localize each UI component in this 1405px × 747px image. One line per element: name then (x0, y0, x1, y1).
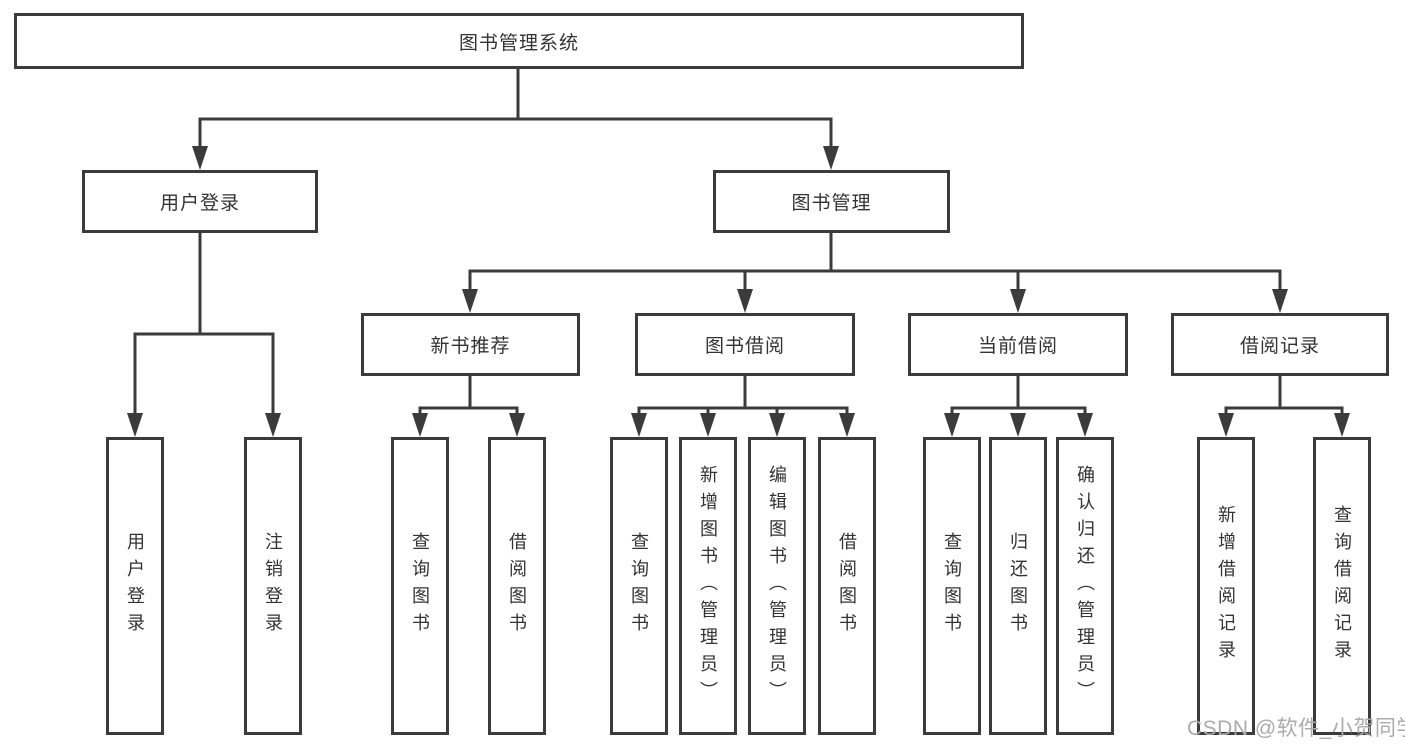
leaf-user-login: 用户登录 (106, 437, 164, 735)
leaf-borrow-query-books-label: 查询图书 (629, 532, 649, 640)
node-user-login-label: 用户登录 (159, 193, 240, 214)
leaf-borrow-borrow-books: 借阅图书 (818, 437, 876, 735)
leaf-records-add-record-label: 新增借阅记录 (1216, 505, 1236, 667)
node-borrow-records: 借阅记录 (1171, 313, 1389, 376)
leaf-recommend-query-books-label: 查询图书 (410, 532, 430, 640)
leaf-records-add-record: 新增借阅记录 (1197, 437, 1255, 735)
leaf-borrow-edit-books-admin-label: 编辑图书（管理员） (767, 464, 787, 708)
node-book-borrow: 图书借阅 (635, 313, 855, 376)
node-book-borrow-label: 图书借阅 (704, 336, 785, 357)
leaf-current-return-books: 归还图书 (989, 437, 1047, 735)
leaf-borrow-edit-books-admin: 编辑图书（管理员） (748, 437, 806, 735)
node-user-login: 用户登录 (82, 170, 318, 233)
leaf-current-query-books: 查询图书 (923, 437, 981, 735)
leaf-current-return-books-label: 归还图书 (1008, 532, 1028, 640)
node-current-borrow: 当前借阅 (908, 313, 1128, 376)
node-root-label: 图书管理系统 (458, 32, 579, 54)
node-current-borrow-label: 当前借阅 (977, 336, 1058, 357)
leaf-recommend-borrow-books-label: 借阅图书 (507, 532, 527, 640)
node-new-book-recommend-label: 新书推荐 (430, 336, 511, 357)
node-new-book-recommend: 新书推荐 (361, 313, 580, 376)
leaf-current-query-books-label: 查询图书 (942, 532, 962, 640)
arrowheads (127, 146, 1350, 437)
watermark-text: CSDN @软件_小贺同学 (1187, 717, 1405, 740)
leaf-recommend-query-books: 查询图书 (391, 437, 449, 735)
leaf-records-query-record-label: 查询借阅记录 (1332, 505, 1352, 667)
leaf-borrow-borrow-books-label: 借阅图书 (837, 532, 857, 640)
leaf-records-query-record: 查询借阅记录 (1313, 437, 1371, 735)
leaf-logout: 注销登录 (244, 437, 302, 735)
leaf-recommend-borrow-books: 借阅图书 (488, 437, 546, 735)
node-borrow-records-label: 借阅记录 (1239, 336, 1320, 357)
leaf-current-confirm-return-admin-label: 确认归还（管理员） (1075, 464, 1095, 708)
node-book-management-label: 图书管理 (791, 193, 872, 214)
leaf-borrow-add-books-admin-label: 新增图书（管理员） (698, 464, 718, 708)
node-root: 图书管理系统 (14, 13, 1024, 69)
leaf-current-confirm-return-admin: 确认归还（管理员） (1056, 437, 1114, 735)
leaf-logout-label: 注销登录 (263, 532, 283, 640)
leaf-user-login-label: 用户登录 (125, 532, 145, 640)
leaf-borrow-add-books-admin: 新增图书（管理员） (679, 437, 737, 735)
leaf-borrow-query-books: 查询图书 (610, 437, 668, 735)
node-book-management: 图书管理 (713, 170, 950, 233)
